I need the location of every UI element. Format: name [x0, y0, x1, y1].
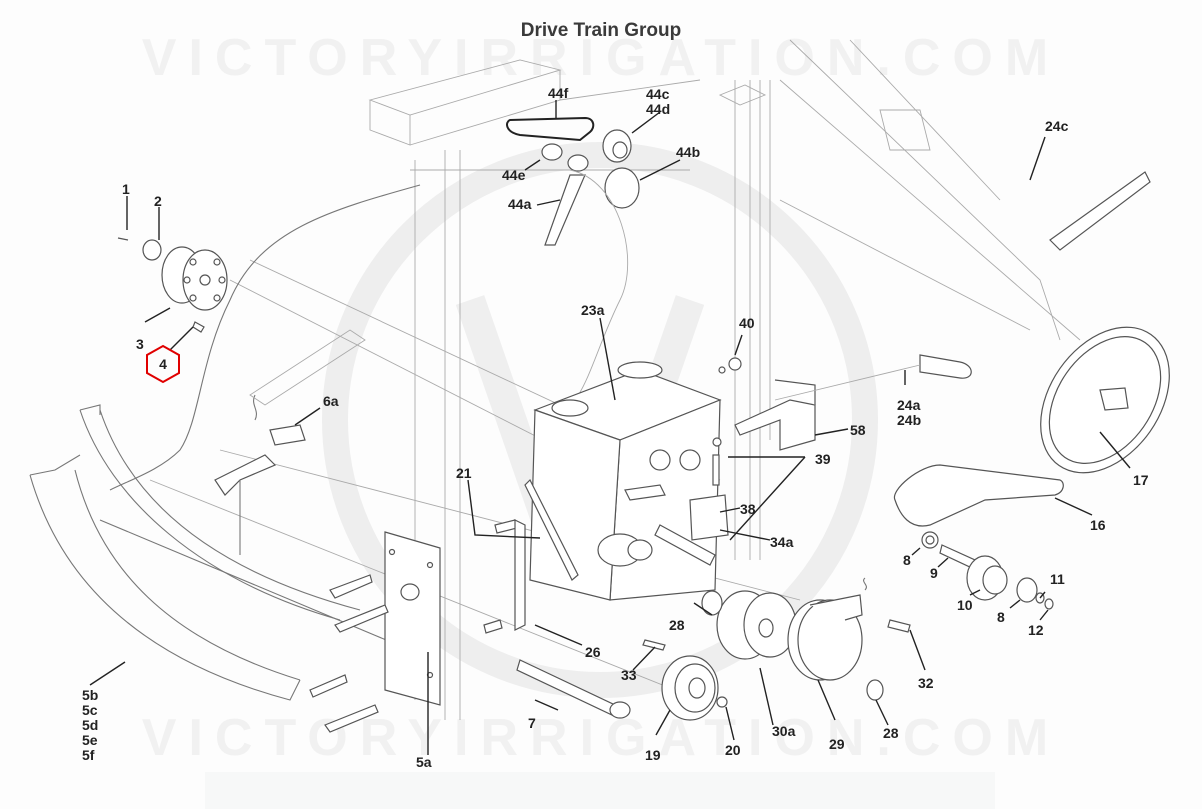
callout-part-6a[interactable]: 6a [323, 393, 339, 409]
part-23a-gearbox [483, 361, 722, 634]
callout-part-33[interactable]: 33 [621, 667, 637, 683]
part-16-arm [893, 464, 1064, 610]
callout-part-28-first[interactable]: 28 [669, 617, 685, 633]
callout-part-23a[interactable]: 23a [581, 302, 605, 318]
callout-part-44e[interactable]: 44e [502, 167, 526, 183]
watermark-bottom: VICTORYIRRIGATION.COM [141, 709, 1061, 767]
bottom-band [205, 772, 995, 809]
callout-part-44b[interactable]: 44b [676, 144, 701, 160]
callout-part-44cd[interactable]: 44c 44d [646, 87, 670, 117]
part-5a-plate [309, 531, 441, 733]
callout-part-5d[interactable]: 5d [82, 717, 99, 733]
cable [109, 184, 421, 491]
callout-part-5-group[interactable]: 5b 5c 5d 5e 5f [82, 688, 98, 763]
watermark-top: VICTORYIRRIGATION.COM [141, 29, 1061, 87]
callout-part-44a[interactable]: 44a [508, 196, 532, 212]
callout-part-9[interactable]: 9 [930, 565, 938, 581]
callout-part-24ab[interactable]: 24a 24b [897, 398, 921, 428]
callout-part-29[interactable]: 29 [829, 736, 845, 752]
part-19-pulley [642, 639, 728, 721]
callout-part-19[interactable]: 19 [645, 747, 661, 763]
callout-part-3[interactable]: 3 [136, 336, 144, 352]
part-5-arm [29, 404, 411, 701]
callout-part-34a[interactable]: 34a [770, 534, 794, 550]
part-6a-latch [214, 329, 366, 555]
callout-part-24a[interactable]: 24a [897, 397, 921, 413]
part-bracket-58 [689, 357, 816, 541]
callout-part-38[interactable]: 38 [740, 501, 756, 517]
callout-part-21[interactable]: 21 [456, 465, 472, 481]
callout-part-28-second[interactable]: 28 [883, 725, 899, 741]
callout-part-7[interactable]: 7 [528, 715, 536, 731]
callout-part-8-second[interactable]: 8 [997, 609, 1005, 625]
callout-part-5a[interactable]: 5a [416, 754, 432, 770]
callout-part-26[interactable]: 26 [585, 644, 601, 660]
part-24-handle [774, 171, 1151, 401]
highlight-hexagon-shape [146, 344, 180, 384]
diagram-title: Drive Train Group [520, 20, 682, 41]
part-29-band [787, 577, 911, 701]
callout-part-40[interactable]: 40 [739, 315, 755, 331]
callout-part-1[interactable]: 1 [122, 181, 130, 197]
part-30a-drum [701, 590, 797, 660]
callout-part-20[interactable]: 20 [725, 742, 741, 758]
part-7-pin [516, 659, 631, 719]
watermark-logo-ring [322, 142, 878, 698]
callout-part-44d[interactable]: 44d [646, 101, 671, 117]
callout-part-24b[interactable]: 24b [897, 412, 922, 428]
callout-part-30a[interactable]: 30a [772, 723, 796, 739]
callout-part-58[interactable]: 58 [850, 422, 866, 438]
callout-part-5b[interactable]: 5b [82, 687, 99, 703]
callout-part-24c[interactable]: 24c [1045, 118, 1069, 134]
callout-part-12[interactable]: 12 [1028, 622, 1044, 638]
part-3-pulley [117, 237, 228, 333]
part-17-handwheel [1040, 326, 1170, 474]
callout-part-17[interactable]: 17 [1133, 472, 1149, 488]
callout-part-39[interactable]: 39 [815, 451, 831, 467]
callout-part-8-first[interactable]: 8 [903, 552, 911, 568]
callout-part-5c[interactable]: 5c [82, 702, 98, 718]
callout-part-5e[interactable]: 5e [82, 732, 98, 748]
callout-part-44c[interactable]: 44c [646, 86, 670, 102]
callout-part-11[interactable]: 11 [1050, 571, 1065, 587]
frame-structure [149, 39, 1081, 720]
part-44-group [506, 116, 640, 401]
callout-part-2[interactable]: 2 [154, 193, 162, 209]
callout-part-10[interactable]: 10 [957, 597, 973, 613]
callout-part-32[interactable]: 32 [918, 675, 934, 691]
callout-part-5f[interactable]: 5f [82, 747, 95, 763]
callout-part-16[interactable]: 16 [1090, 517, 1106, 533]
highlight-hexagon-icon[interactable] [145, 344, 181, 384]
callout-part-4[interactable]: 4 [159, 356, 167, 372]
callout-part-44f[interactable]: 44f [548, 85, 569, 101]
leader-lines [89, 100, 1131, 755]
